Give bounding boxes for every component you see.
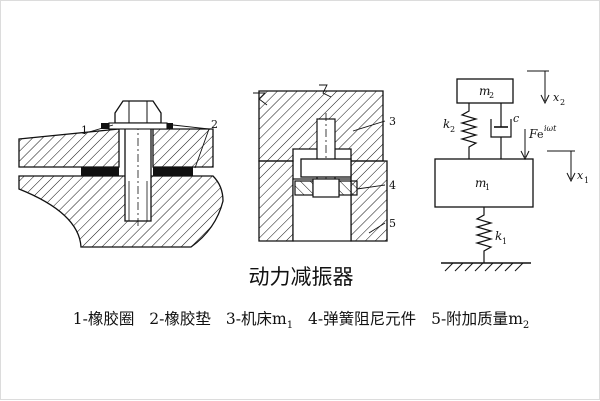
callout-5: 5	[389, 217, 396, 230]
spring-k1-sub: 1	[502, 237, 507, 246]
parts-legend: 1-橡胶圈 2-橡胶垫 3-机床m1 4-弹簧阻尼元件 5-附加质量m2	[1, 307, 600, 331]
rubber-pad-right	[153, 167, 193, 176]
callout-1: 1	[81, 124, 88, 137]
spring-k2	[459, 103, 479, 159]
callout-4: 4	[389, 179, 396, 192]
force-arrow	[520, 129, 530, 161]
ground	[441, 262, 531, 272]
legend-item-3: 3-机床m1	[225, 310, 294, 332]
spring-damper-right	[338, 180, 358, 196]
spring-damper-left	[294, 180, 314, 196]
legend-item-4: 4-弹簧阻尼元件	[308, 310, 417, 328]
mass-housing	[258, 160, 294, 242]
mass-m1-symbol: m	[475, 176, 486, 190]
upper-plate	[18, 128, 120, 168]
lumped-model: m 2 k 2 c m 1 k 1	[434, 70, 589, 272]
legend-item-5: 5-附加质量m2	[431, 310, 530, 332]
upper-plate-right	[152, 128, 214, 168]
left-sectional-view: 1 2	[18, 100, 224, 248]
displacement-x1-arrow	[547, 150, 576, 183]
base-casting	[18, 175, 224, 248]
disp-x1-sub: 1	[584, 176, 589, 185]
rubber-ring	[108, 122, 168, 130]
mass-m2-symbol: m	[479, 84, 490, 98]
displacement-x2-arrow	[527, 70, 550, 105]
figure-title: 动力减振器	[248, 265, 354, 289]
middle-sectional-view: 3 4 5	[253, 84, 396, 242]
mass-m2-box	[456, 78, 514, 104]
legend-item-1: 1-橡胶圈	[72, 310, 135, 328]
disp-x2-sub: 2	[560, 98, 565, 107]
disp-x1-symbol: x	[577, 169, 584, 182]
disp-x2-symbol: x	[553, 91, 560, 104]
damper-c-symbol: c	[513, 112, 519, 125]
force-exponent: iωt	[544, 124, 557, 133]
mass-m2-sub: 2	[489, 91, 494, 100]
force-symbol: F	[528, 127, 538, 141]
rubber-pad-left	[81, 167, 119, 176]
mass-m1-sub: 1	[485, 183, 490, 192]
spring-k2-symbol: k	[443, 117, 450, 131]
spring-k2-sub: 2	[450, 125, 455, 134]
force-base: e	[537, 128, 544, 141]
legend-item-2: 2-橡胶垫	[149, 310, 211, 328]
callout-3: 3	[389, 115, 396, 128]
callout-2: 2	[211, 118, 218, 131]
spring-k1-symbol: k	[495, 229, 502, 243]
damper-plate	[300, 158, 352, 178]
mass-housing-right	[350, 160, 388, 242]
damper-c	[490, 103, 512, 159]
bolt-nut	[114, 100, 162, 124]
spring-k1	[474, 207, 494, 263]
